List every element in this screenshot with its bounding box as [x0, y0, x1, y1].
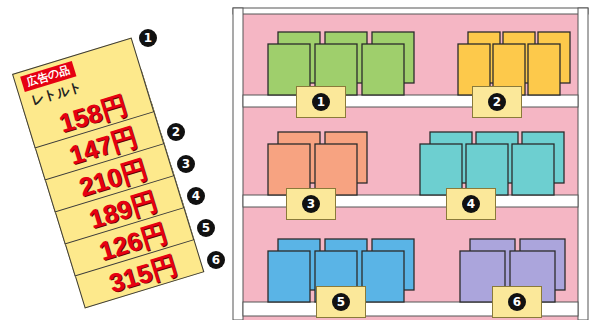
callout-number: 2 [167, 123, 185, 141]
callout-marker: 5 [197, 217, 215, 235]
shelf-top [233, 8, 588, 14]
callout-number: 5 [197, 219, 215, 237]
callout-number: 2 [488, 93, 506, 111]
shelf-board [243, 95, 578, 107]
callout-marker: 1 [139, 27, 157, 45]
callout-marker: 3 [177, 153, 195, 171]
price-tag: 6 [492, 286, 542, 318]
price-tag: 5 [316, 286, 366, 318]
callout-number: 6 [508, 293, 526, 311]
callout-marker: 6 [207, 249, 225, 267]
callout-marker: 2 [167, 121, 185, 139]
shelf-back [243, 14, 578, 320]
callout-number: 3 [177, 155, 195, 173]
callout-number: 1 [312, 93, 330, 111]
price-tag: 3 [286, 188, 336, 220]
shelf-post [233, 8, 243, 320]
callout-number: 4 [187, 187, 205, 205]
callout-number: 3 [302, 195, 320, 213]
product-box [362, 44, 404, 95]
price-tag: 2 [472, 86, 522, 118]
product-box [528, 44, 560, 95]
product-box [268, 251, 310, 302]
shelf-post [578, 8, 588, 320]
callout-number: 5 [332, 293, 350, 311]
callout-marker: 4 [187, 185, 205, 203]
callout-number: 1 [139, 29, 157, 47]
product-box [512, 144, 554, 195]
price-tag: 1 [296, 86, 346, 118]
callout-number: 4 [462, 195, 480, 213]
product-box [362, 251, 404, 302]
callout-number: 6 [207, 251, 225, 269]
price-tag: 4 [446, 188, 496, 220]
